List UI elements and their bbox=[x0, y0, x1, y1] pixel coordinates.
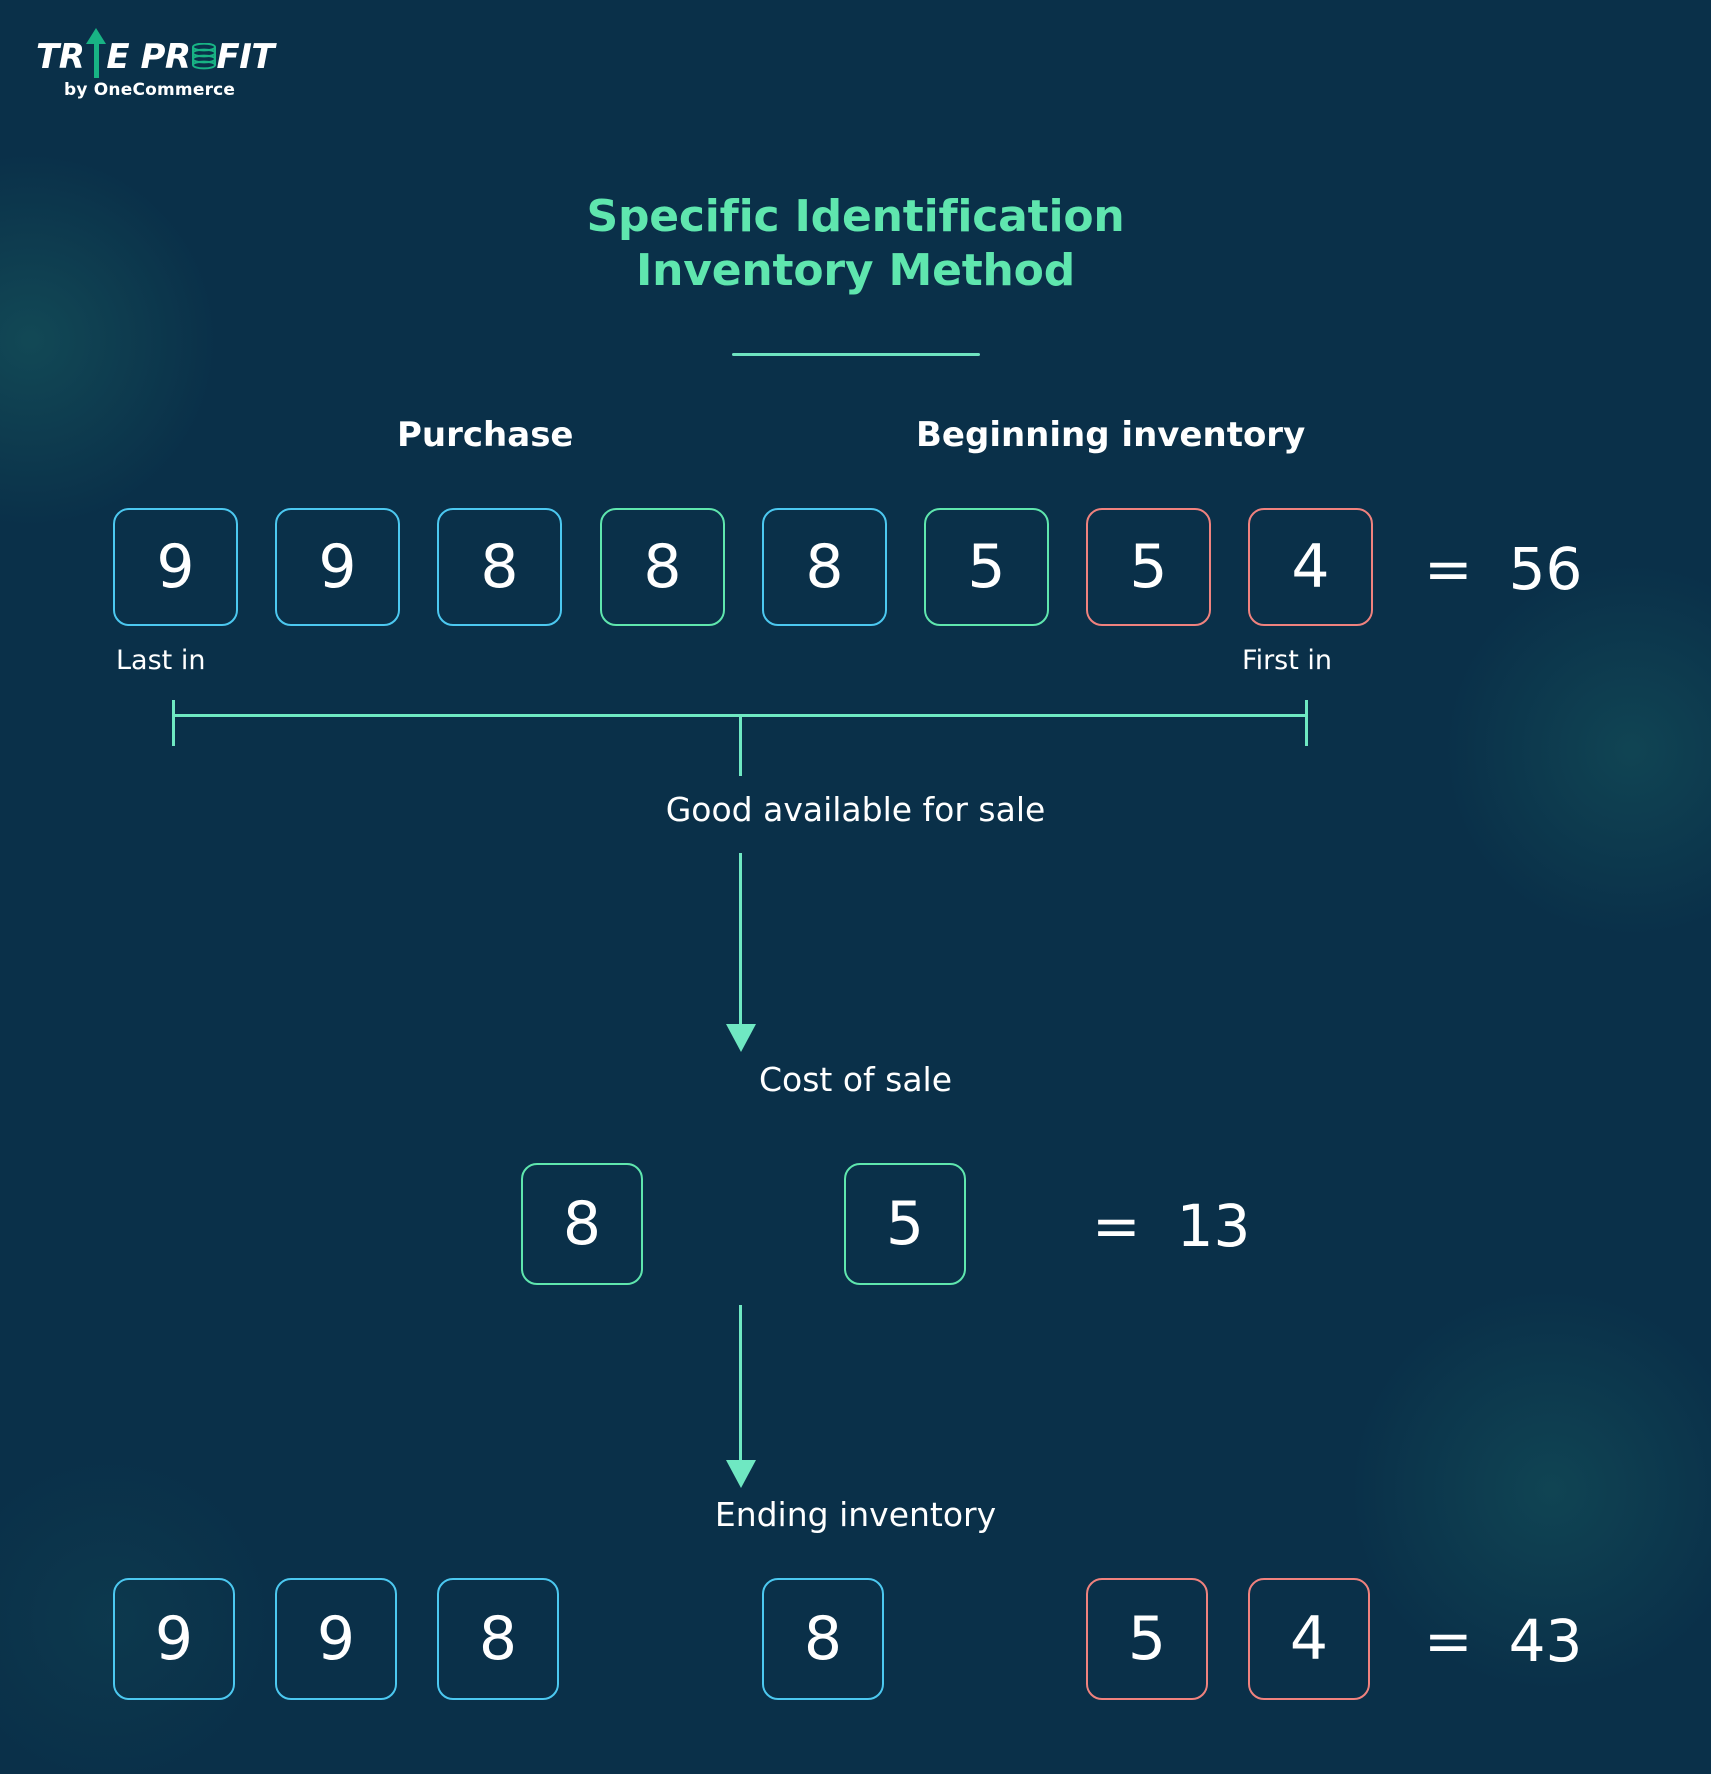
first-in-tag: First in bbox=[1242, 645, 1333, 676]
coin-stack-icon bbox=[191, 39, 217, 75]
row3-total: = 43 bbox=[1424, 1607, 1582, 1675]
brand-wordmark: TR E PR FIT bbox=[36, 28, 276, 78]
page-title-line-1: Specific Identification bbox=[586, 191, 1125, 242]
page-title: Specific Identification Inventory Method bbox=[0, 190, 1711, 297]
arrow-2-shaft bbox=[739, 1305, 742, 1470]
bracket-right-stem bbox=[1305, 700, 1308, 746]
brand-wordmark-part2: E PR bbox=[106, 37, 191, 77]
inventory-box: 8 bbox=[437, 508, 562, 626]
ending-inventory-box: 9 bbox=[113, 1578, 235, 1700]
cost-of-sale-label: Cost of sale bbox=[758, 1060, 953, 1099]
bracket-center-stem bbox=[739, 714, 742, 776]
goods-available-label: Good available for sale bbox=[665, 790, 1046, 829]
row2-total: = 13 bbox=[1092, 1192, 1250, 1260]
arrow-1-shaft bbox=[739, 853, 742, 1033]
ending-inventory-box: 5 bbox=[1086, 1578, 1208, 1700]
cost-of-sale-box: 5 bbox=[844, 1163, 966, 1285]
row3-equals-sign: = bbox=[1424, 1607, 1473, 1675]
cost-of-sale-box: 8 bbox=[521, 1163, 643, 1285]
row1-total-value: 56 bbox=[1508, 535, 1583, 603]
inventory-box: 5 bbox=[1086, 508, 1211, 626]
row1-total: = 56 bbox=[1424, 535, 1582, 603]
brand-tagline: by OneCommerce bbox=[64, 80, 236, 100]
inventory-box: 9 bbox=[113, 508, 238, 626]
inventory-box: 5 bbox=[924, 508, 1049, 626]
last-in-tag: Last in bbox=[116, 645, 206, 676]
ending-inventory-box: 4 bbox=[1248, 1578, 1370, 1700]
ending-inventory-box: 8 bbox=[762, 1578, 884, 1700]
brand-wordmark-part1: TR bbox=[36, 37, 85, 77]
background-glow-right bbox=[1371, 440, 1711, 1060]
arrow-2-head bbox=[726, 1460, 756, 1488]
bracket-left-stem bbox=[172, 700, 175, 746]
row3-total-value: 43 bbox=[1508, 1607, 1583, 1675]
arrow-1-head bbox=[726, 1024, 756, 1052]
background-glow-bottom-left bbox=[0, 1380, 340, 1774]
title-divider bbox=[731, 353, 980, 356]
brand-wordmark-part3: FIT bbox=[216, 37, 275, 77]
ending-inventory-box: 9 bbox=[275, 1578, 397, 1700]
ending-inventory-label: Ending inventory bbox=[714, 1495, 997, 1534]
up-arrow-icon bbox=[84, 28, 107, 78]
ending-inventory-box: 8 bbox=[437, 1578, 559, 1700]
row1-equals-sign: = bbox=[1424, 535, 1473, 603]
page-title-line-2: Inventory Method bbox=[635, 244, 1075, 296]
beginning-inventory-section-label: Beginning inventory bbox=[916, 415, 1306, 455]
row2-equals-sign: = bbox=[1092, 1192, 1141, 1260]
inventory-box: 8 bbox=[600, 508, 725, 626]
inventory-box: 4 bbox=[1248, 508, 1373, 626]
inventory-box: 8 bbox=[762, 508, 887, 626]
inventory-box: 9 bbox=[275, 508, 400, 626]
brand-logo: TR E PR FIT by OneCommerce bbox=[36, 28, 276, 100]
purchase-section-label: Purchase bbox=[397, 415, 574, 455]
row2-total-value: 13 bbox=[1176, 1192, 1251, 1260]
